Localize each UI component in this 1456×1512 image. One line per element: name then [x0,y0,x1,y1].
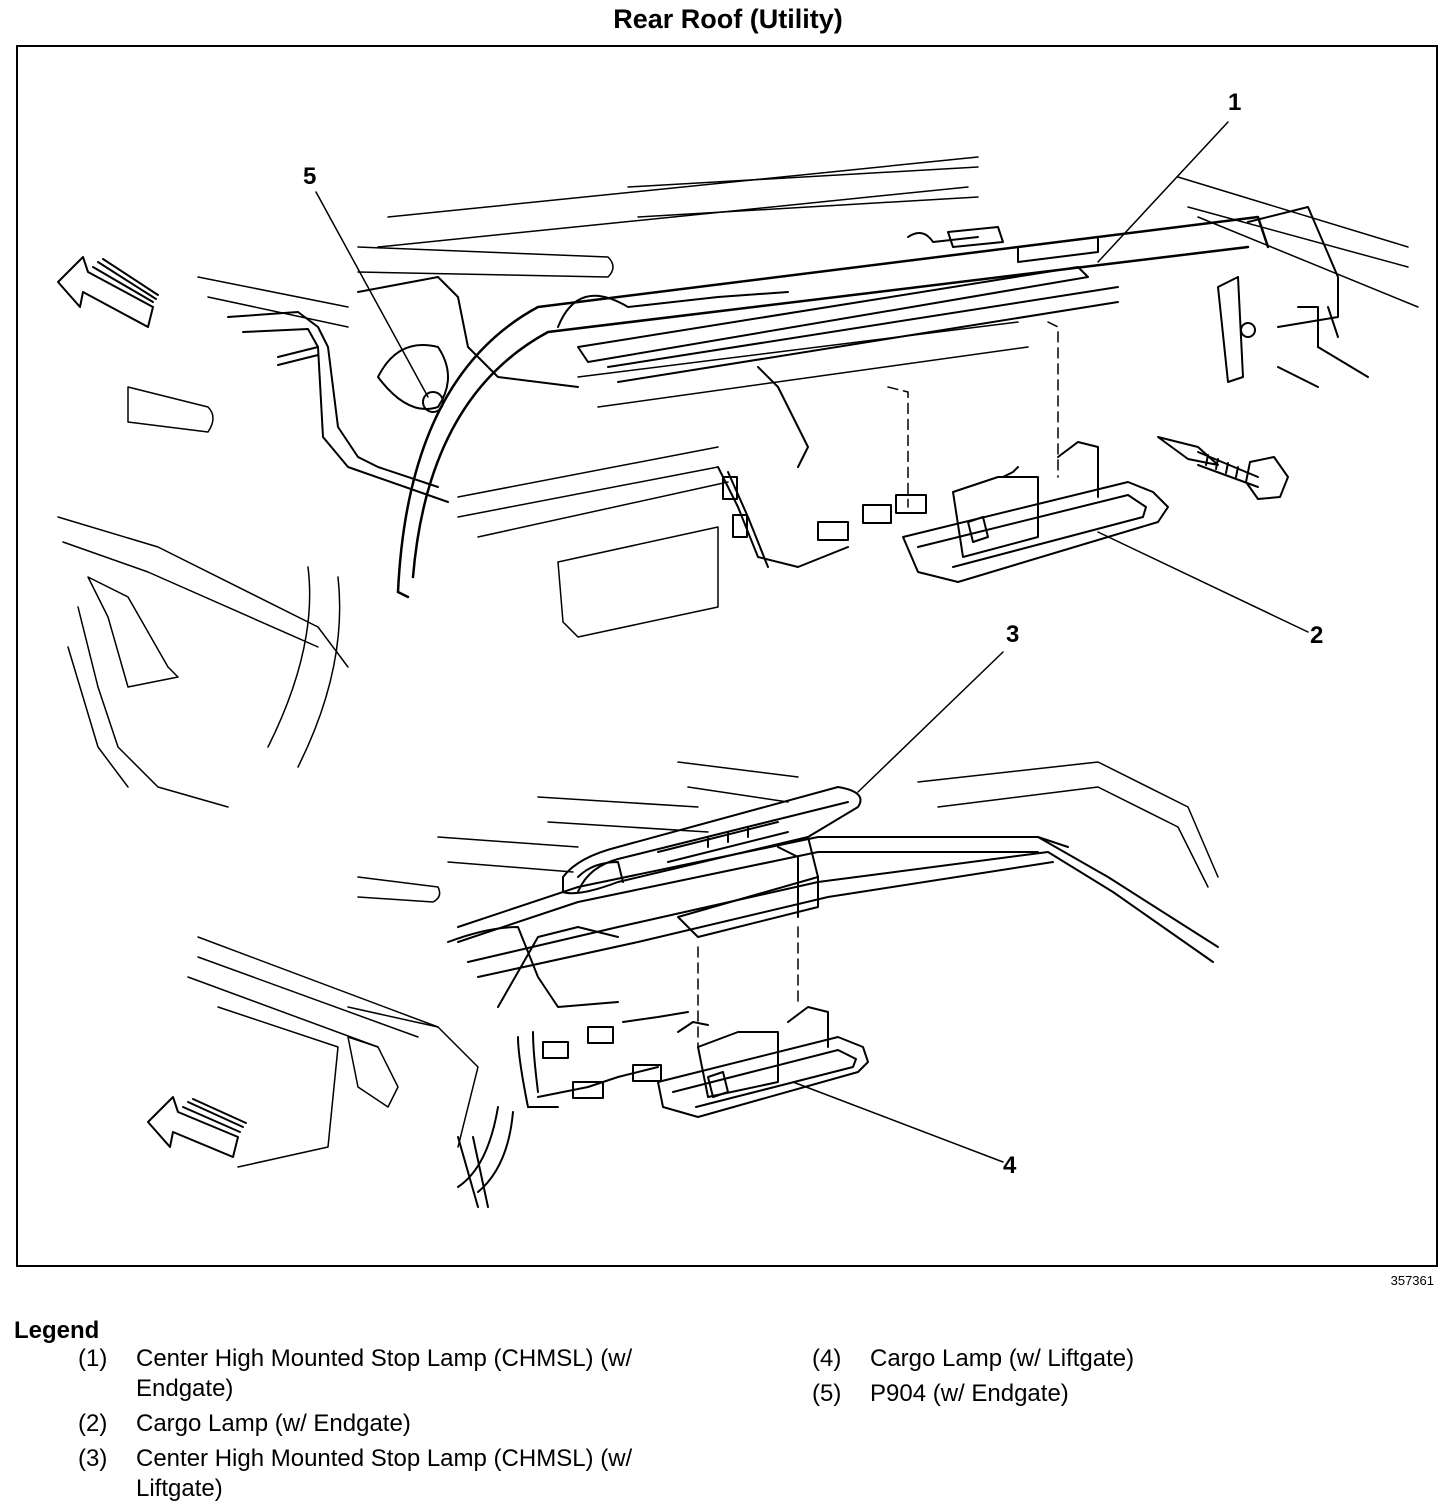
legend-item-text: Cargo Lamp (w/ Liftgate) [870,1345,1135,1372]
legend-item-number: (3) [78,1445,108,1472]
mounting-bolt [1157,436,1289,500]
front-arrow-lower [147,1096,247,1158]
legend-item-number: (4) [812,1345,842,1372]
upper-body-structure [67,321,1059,808]
legend-item-text: Cargo Lamp (w/ Endgate) [136,1410,411,1437]
roof-header-panel [396,215,1270,599]
roof-illustration [57,121,1419,1208]
cargo-lamp-endgate [902,441,1169,583]
legend-item-text: Center High Mounted Stop Lamp (CHMSL) (w… [136,1345,633,1402]
callout-2: 2 [1310,622,1324,649]
rear-pillar-bracket [1217,206,1369,388]
cargo-lamp-liftgate [657,1006,869,1118]
legend-heading: Legend [14,1317,100,1344]
lower-roof-rail [447,836,1219,1008]
legend-item-number: (1) [78,1345,108,1372]
legend-item-text: Center High Mounted Stop Lamp (CHMSL) (w… [136,1445,633,1502]
callout-5: 5 [303,163,317,190]
chmsl-endgate-housing [577,226,1119,383]
callout-1: 1 [1228,89,1242,116]
lower-wiring-harness [457,1011,689,1208]
upper-view-endgate [57,156,1419,808]
roof-ribs-upper [57,156,1419,668]
leader-5 [315,191,429,398]
callout-4: 4 [1003,1152,1017,1179]
legend-item-number: (5) [812,1380,842,1407]
leader-4 [792,1081,1004,1163]
legend-item-number: (2) [78,1410,108,1437]
legend-item: (3) Center High Mounted Stop Lamp (CHMSL… [78,1444,696,1504]
legend-item: (2) Cargo Lamp (w/ Endgate) [78,1409,696,1439]
legend-item: (5) P904 (w/ Endgate) [812,1379,1430,1409]
p904-connector [422,391,444,413]
upper-connectors [722,476,927,541]
leader-2 [1097,531,1309,633]
legend-column-left: (1) Center High Mounted Stop Lamp (CHMSL… [78,1344,696,1509]
legend-column-right: (4) Cargo Lamp (w/ Liftgate) (5) P904 (w… [812,1344,1430,1414]
leader-lines [315,121,1309,1163]
legend-item: (4) Cargo Lamp (w/ Liftgate) [812,1344,1430,1374]
roof-ribs-lower [187,761,1219,1168]
front-arrow-upper [57,256,159,328]
leader-3 [857,651,1004,793]
legend-item: (1) Center High Mounted Stop Lamp (CHMSL… [78,1344,696,1404]
leader-1 [1097,121,1229,263]
lower-view-liftgate [147,761,1219,1208]
diagram-title: Rear Roof (Utility) [613,4,843,34]
figure-id: 357361 [1390,1273,1434,1288]
diagram-frame: 1 2 3 4 5 [16,45,1438,1267]
callout-3: 3 [1006,621,1020,648]
lower-body-structure [347,926,799,1148]
legend-item-text: P904 (w/ Endgate) [870,1380,1069,1407]
